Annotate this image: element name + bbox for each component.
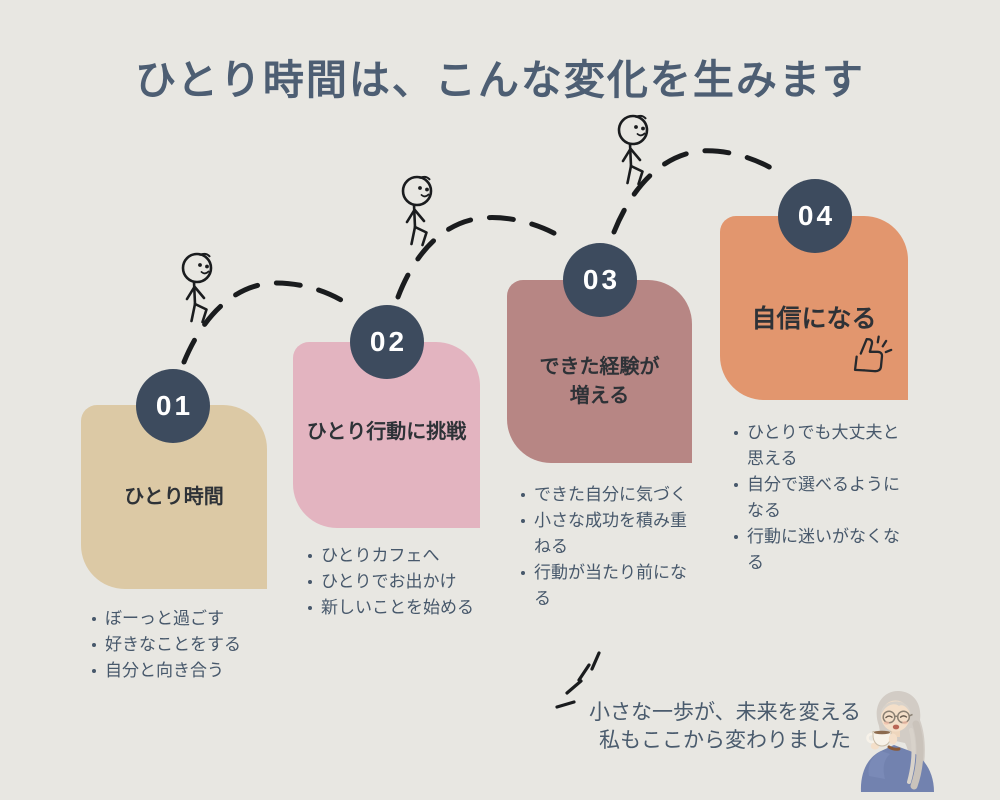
bullet-item: 新しいことを始める: [304, 595, 476, 621]
bullet-item: 小さな成功を積み重ねる: [517, 508, 689, 560]
step-03-number: 03: [582, 264, 621, 295]
step-01-number-badge: 01: [136, 369, 210, 443]
footer-note-line1: 小さな一歩が、未来を変える: [589, 701, 861, 724]
step-01-number: 01: [155, 390, 194, 421]
step-04-title-line: 自信になる: [751, 305, 877, 333]
dashed-arc-2: [395, 215, 571, 300]
step-02-bullet-list: ひとりカフェへ ひとりでお出かけ 新しいことを始める: [304, 543, 476, 621]
step-04-number-badge: 04: [778, 179, 852, 253]
footer-note: 小さな一歩が、未来を変える 私もここから変わりました: [575, 699, 875, 755]
bullet-item: ひとりカフェへ: [304, 543, 476, 569]
step-03-title-line: 増える: [569, 385, 630, 407]
step-02-title-line: ひとり行動に挑戦: [306, 421, 467, 443]
step-04-number: 04: [797, 200, 836, 231]
avatar-illustration: [860, 690, 934, 792]
bullet-item: ひとりでお出かけ: [304, 569, 476, 595]
stick-figure-icon: [181, 252, 213, 324]
dashed-arc-3: [611, 148, 784, 235]
step-02-number: 02: [369, 326, 408, 357]
step-01-bullet-list: ぼーっと過ごす 好きなことをする 自分と向き合う: [88, 606, 260, 684]
footer-note-line2: 私もここから変わりました: [599, 729, 851, 752]
bullet-item: 行動が当たり前になる: [517, 560, 689, 612]
step-01-card: [81, 405, 267, 589]
step-03-card-title: できた経験が 増える: [507, 353, 692, 411]
step-02-number-badge: 02: [350, 305, 424, 379]
step-04-card-title: 自信になる: [720, 301, 908, 337]
page-title: ひとり時間は、こんな変化を生みます: [135, 57, 865, 103]
bullet-item: ぼーっと過ごす: [88, 606, 260, 632]
step-03-card: [507, 280, 692, 463]
step-03-number-badge: 03: [563, 243, 637, 317]
thumbs-up-icon: [853, 335, 893, 373]
stick-figure-icon: [401, 175, 433, 247]
bullet-item: ひとりでも大丈夫と思える: [730, 420, 902, 472]
bullet-item: 好きなことをする: [88, 632, 260, 658]
step-03-title-line: できた経験が: [539, 356, 660, 378]
step-01-card-title: ひとり時間: [81, 483, 267, 512]
bullet-item: 行動に迷いがなくなる: [730, 524, 902, 576]
step-02-card-title: ひとり行動に挑戦: [293, 418, 480, 447]
step-01-title-line: ひとり時間: [124, 486, 224, 508]
step-04-bullet-list: ひとりでも大丈夫と思える 自分で選べるようになる 行動に迷いがなくなる: [730, 420, 902, 576]
stick-figure-icon: [617, 114, 649, 186]
step-03-bullet-list: できた自分に気づく 小さな成功を積み重ねる 行動が当たり前になる: [517, 482, 689, 612]
bullet-item: 自分で選べるようになる: [730, 472, 902, 524]
dashed-arc-1: [181, 280, 359, 365]
step-04-card: [720, 216, 908, 400]
bullet-item: できた自分に気づく: [517, 482, 689, 508]
step-02-card: [293, 342, 480, 528]
bullet-item: 自分と向き合う: [88, 658, 260, 684]
